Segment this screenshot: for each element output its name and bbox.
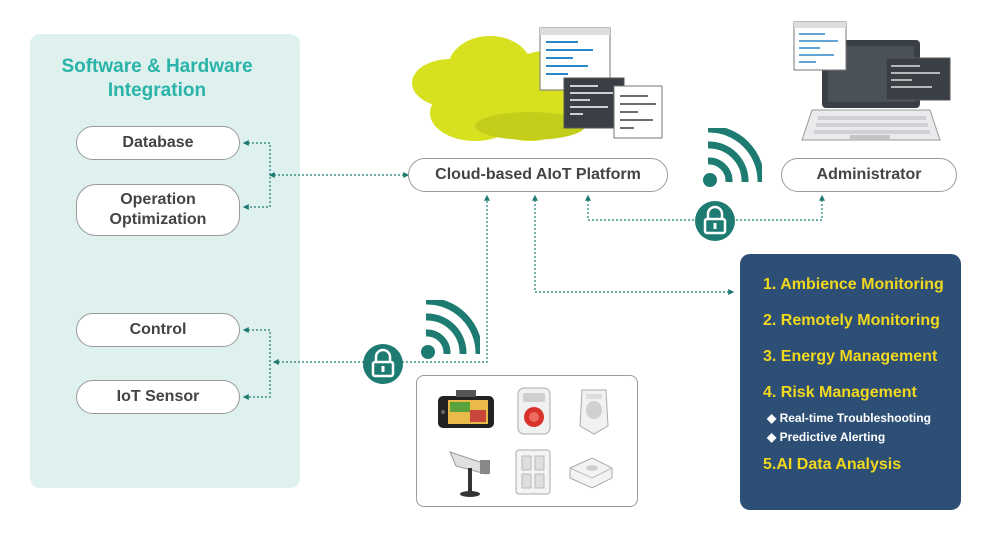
feature-3: 3. Energy Management (763, 348, 938, 365)
wifi-icon (421, 300, 480, 359)
feature-4: 4. Risk Management (763, 384, 917, 401)
control-node: Control (76, 313, 240, 347)
feature-5: 5.AI Data Analysis (763, 456, 902, 473)
cloud-icon (412, 36, 585, 141)
feature-1: 1. Ambience Monitoring (763, 276, 944, 293)
panel-title-line1: Software & Hardware (61, 56, 253, 77)
tablet-icon (438, 390, 494, 428)
feature-2: 2. Remotely Monitoring (763, 312, 940, 329)
lock-icon (695, 201, 735, 241)
bracket-top (242, 140, 271, 210)
link-platform-features (532, 194, 735, 295)
bracket-bottom (242, 327, 271, 400)
operation-optimization-node: Operation Optimization (76, 184, 240, 236)
camera-icon (449, 451, 490, 497)
iot-sensor-node: IoT Sensor (76, 380, 240, 414)
cloud-platform-node: Cloud-based AIoT Platform (408, 158, 668, 192)
database-label: Database (122, 134, 194, 151)
ceiling-sensor-icon (569, 457, 613, 489)
administrator-label: Administrator (816, 166, 922, 183)
administrator-node: Administrator (781, 158, 957, 192)
motion-sensor-icon (579, 389, 609, 435)
operation-label: Operation (120, 191, 196, 208)
control-label: Control (129, 321, 187, 338)
cloud-platform-label: Cloud-based AIoT Platform (435, 166, 641, 183)
laptop-icon (793, 21, 951, 141)
code-window-icon (539, 27, 663, 139)
feature-4-sub-1: ◆ Real-time Troubleshooting (767, 411, 931, 425)
database-node: Database (76, 126, 240, 160)
iot-sensor-label: IoT Sensor (116, 388, 200, 405)
feature-4-sub-2: ◆ Predictive Alerting (767, 430, 886, 444)
wifi-icon (703, 128, 762, 187)
panel-title-line2: Integration (107, 80, 207, 101)
wall-switch-icon (515, 449, 551, 495)
lock-icon (363, 344, 403, 384)
alarm-button-icon (517, 387, 551, 435)
panel-title: Software & Hardware Integration (30, 55, 284, 103)
features-box (740, 254, 961, 510)
link-devices-platform (272, 194, 490, 365)
optimization-label: Optimization (109, 211, 207, 228)
